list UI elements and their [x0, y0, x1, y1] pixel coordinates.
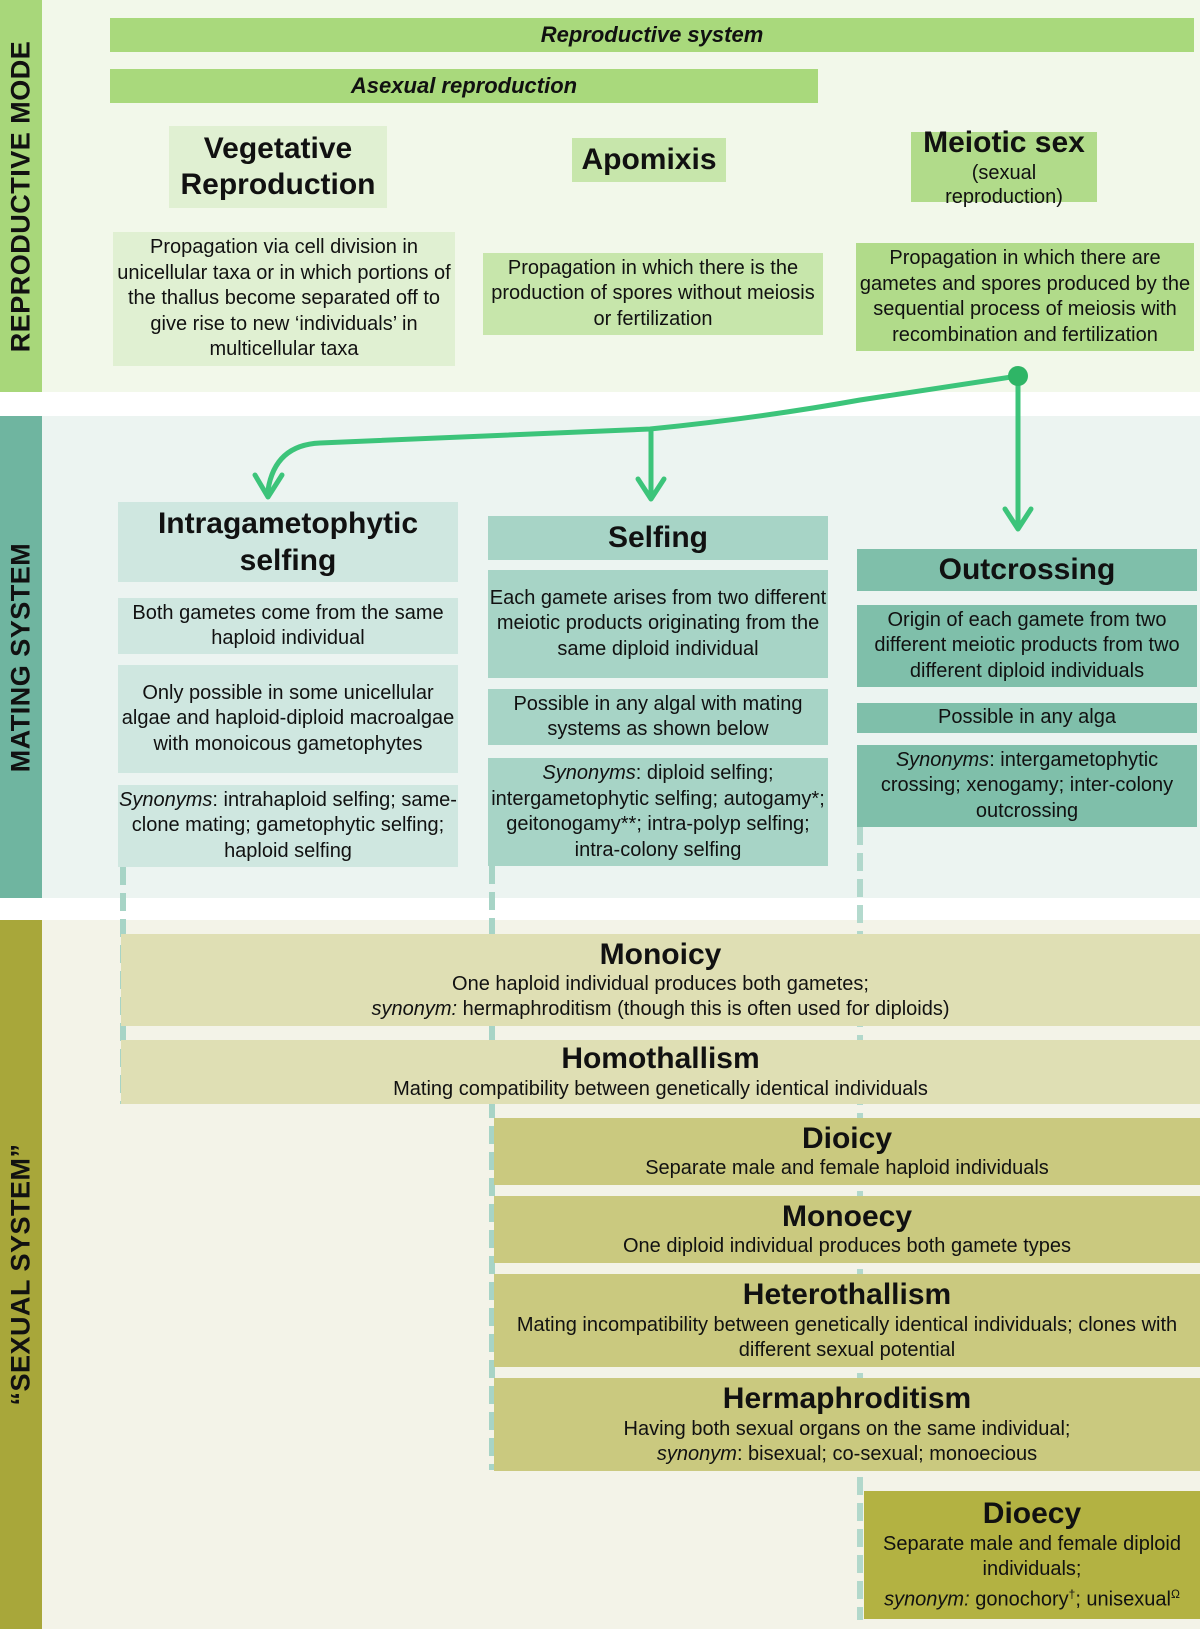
dioecy-box: Dioecy Separate male and female diploid …	[864, 1491, 1200, 1619]
sexual-system-label-text: “SEXUAL SYSTEM”	[5, 1143, 36, 1406]
meiotic-sex-title: Meiotic sex (sexual reproduction)	[911, 126, 1097, 208]
intragametophytic-occurrence: Only possible in some unicellular algae …	[118, 665, 458, 773]
mating-system-label-text: MATING SYSTEM	[5, 542, 36, 772]
meiotic-sex-subtitle: (sexual reproduction)	[945, 162, 1063, 208]
synonyms-label: Synonyms	[895, 748, 990, 771]
hermaphroditism-description: Having both sexual organs on the same in…	[623, 1417, 1071, 1440]
reproductive-system-bar: Reproductive system	[110, 18, 1194, 52]
heterothallism-description: Mating incompatibility between genetical…	[516, 1313, 1178, 1361]
outcrossing-synonyms: Synonyms: intergametophytic crossing; xe…	[857, 745, 1197, 827]
intragametophytic-selfing-title: Intragametophytic selfing	[118, 502, 458, 582]
heterothallism-title: Heterothallism	[742, 1278, 952, 1312]
dioecy-description: Separate male and female diploid individ…	[883, 1532, 1181, 1580]
monoicy-box: Monoicy One haploid individual produces …	[121, 934, 1200, 1026]
meiotic-sex-description: Propagation in which there are gametes a…	[856, 243, 1194, 351]
homothallism-title: Homothallism	[561, 1042, 760, 1076]
intragametophytic-definition-text: Both gametes come from the same haploid …	[132, 601, 444, 650]
selfing-title-text: Selfing	[607, 521, 708, 555]
synonyms-label: Synonyms	[542, 762, 636, 784]
intragametophytic-title-line2: selfing	[239, 544, 337, 577]
dioecy-synonym-unisexual: ; unisexual	[1075, 1588, 1171, 1611]
heterothallism-box: Heterothallism Mating incompatibility be…	[494, 1274, 1200, 1367]
outcrossing-title-text: Outcrossing	[938, 553, 1116, 587]
asexual-reproduction-bar: Asexual reproduction	[110, 69, 818, 103]
selfing-title: Selfing	[488, 516, 828, 560]
outcrossing-definition: Origin of each gamete from two different…	[857, 605, 1197, 687]
outcrossing-occurrence: Possible in any alga	[857, 703, 1197, 733]
outcrossing-definition-text: Origin of each gamete from two different…	[874, 608, 1180, 682]
dioecy-title: Dioecy	[982, 1497, 1082, 1531]
meiotic-sex-description-text: Propagation in which there are gametes a…	[859, 247, 1191, 346]
hermaphroditism-synonym: synonym: bisexual; co-sexual; monoecious	[657, 1442, 1037, 1467]
selfing-occurrence: Possible in any algal with mating system…	[488, 689, 828, 745]
synonyms-label: Synonyms	[119, 788, 213, 811]
mating-system-label: MATING SYSTEM	[0, 416, 42, 898]
apomixis-description-text: Propagation in which there is the produc…	[491, 256, 815, 330]
selfing-occurrence-text: Possible in any algal with mating system…	[513, 692, 803, 741]
vegetative-description-text: Propagation via cell division in unicell…	[117, 236, 451, 361]
apomixis-title-text: Apomixis	[581, 143, 717, 176]
reproductive-system-text: Reproductive system	[540, 22, 764, 47]
homothallism-description: Mating compatibility between genetically…	[393, 1077, 928, 1100]
intragametophytic-definition: Both gametes come from the same haploid …	[118, 598, 458, 654]
outcrossing-title: Outcrossing	[857, 549, 1197, 591]
dioicy-description: Separate male and female haploid individ…	[645, 1157, 1049, 1180]
dioecy-synonym: synonym: gonochory†; unisexualΩ	[884, 1582, 1180, 1613]
monoicy-synonym: synonym: hermaphroditism (though this is…	[371, 997, 949, 1022]
selfing-definition: Each gamete arises from two different me…	[488, 570, 828, 678]
synonym-label: synonym	[656, 1442, 737, 1465]
selfing-definition-text: Each gamete arises from two different me…	[489, 586, 827, 660]
monoicy-description: One haploid individual produces both gam…	[452, 973, 869, 996]
synonym-label: synonym:	[884, 1588, 970, 1611]
monoicy-synonym-text: hermaphroditism (though this is often us…	[457, 998, 950, 1021]
selfing-synonyms: Synonyms: diploid selfing; intergametoph…	[488, 758, 828, 866]
outcrossing-occurrence-text: Possible in any alga	[938, 706, 1116, 729]
dagger-footnote-mark: †	[1068, 1586, 1076, 1601]
apomixis-title: Apomixis	[572, 138, 726, 182]
intragametophytic-title-line1: Intragametophytic	[157, 506, 419, 540]
monoecy-description: One diploid individual produces both gam…	[622, 1235, 1072, 1258]
monoecy-title: Monoecy	[781, 1199, 913, 1233]
intragametophytic-synonyms-text: : intrahaploid selfing; same-clone matin…	[131, 788, 457, 862]
dioicy-box: Dioicy Separate male and female haploid …	[494, 1118, 1200, 1185]
outcrossing-synonyms-text: : intergametophytic crossing; xenogamy; …	[880, 748, 1174, 822]
homothallism-box: Homothallism Mating compatibility betwee…	[121, 1040, 1200, 1104]
dioicy-title: Dioicy	[801, 1121, 893, 1155]
meiotic-sex-title-text: Meiotic sex	[923, 126, 1085, 159]
vegetative-title-line1: Vegetative	[203, 132, 353, 165]
intragametophytic-occurrence-text: Only possible in some unicellular algae …	[121, 681, 455, 755]
hermaphroditism-synonym-text: : bisexual; co-sexual; monoecious	[736, 1442, 1038, 1465]
dioecy-synonym-gonochory: gonochory	[969, 1588, 1069, 1611]
apomixis-description: Propagation in which there is the produc…	[483, 253, 823, 335]
monoicy-title: Monoicy	[599, 937, 722, 971]
monoecy-box: Monoecy One diploid individual produces …	[494, 1196, 1200, 1263]
selfing-synonyms-text: : diploid selfing; intergametophytic sel…	[491, 762, 825, 861]
reproductive-mode-label-text: REPRODUCTIVE MODE	[5, 40, 36, 352]
hermaphroditism-box: Hermaphroditism Having both sexual organ…	[494, 1378, 1200, 1471]
sexual-system-label: “SEXUAL SYSTEM”	[0, 920, 42, 1629]
omega-footnote-mark: Ω	[1170, 1586, 1180, 1601]
synonym-label: synonym:	[371, 998, 458, 1021]
vegetative-reproduction-title: Vegetative Reproduction	[169, 126, 387, 208]
vegetative-description: Propagation via cell division in unicell…	[113, 232, 455, 366]
vegetative-title-line2: Reproduction	[180, 168, 376, 201]
intragametophytic-synonyms: Synonyms: intrahaploid selfing; same-clo…	[118, 785, 458, 867]
asexual-reproduction-text: Asexual reproduction	[350, 73, 578, 98]
reproductive-mode-label: REPRODUCTIVE MODE	[0, 0, 42, 392]
hermaphroditism-title: Hermaphroditism	[722, 1382, 972, 1416]
